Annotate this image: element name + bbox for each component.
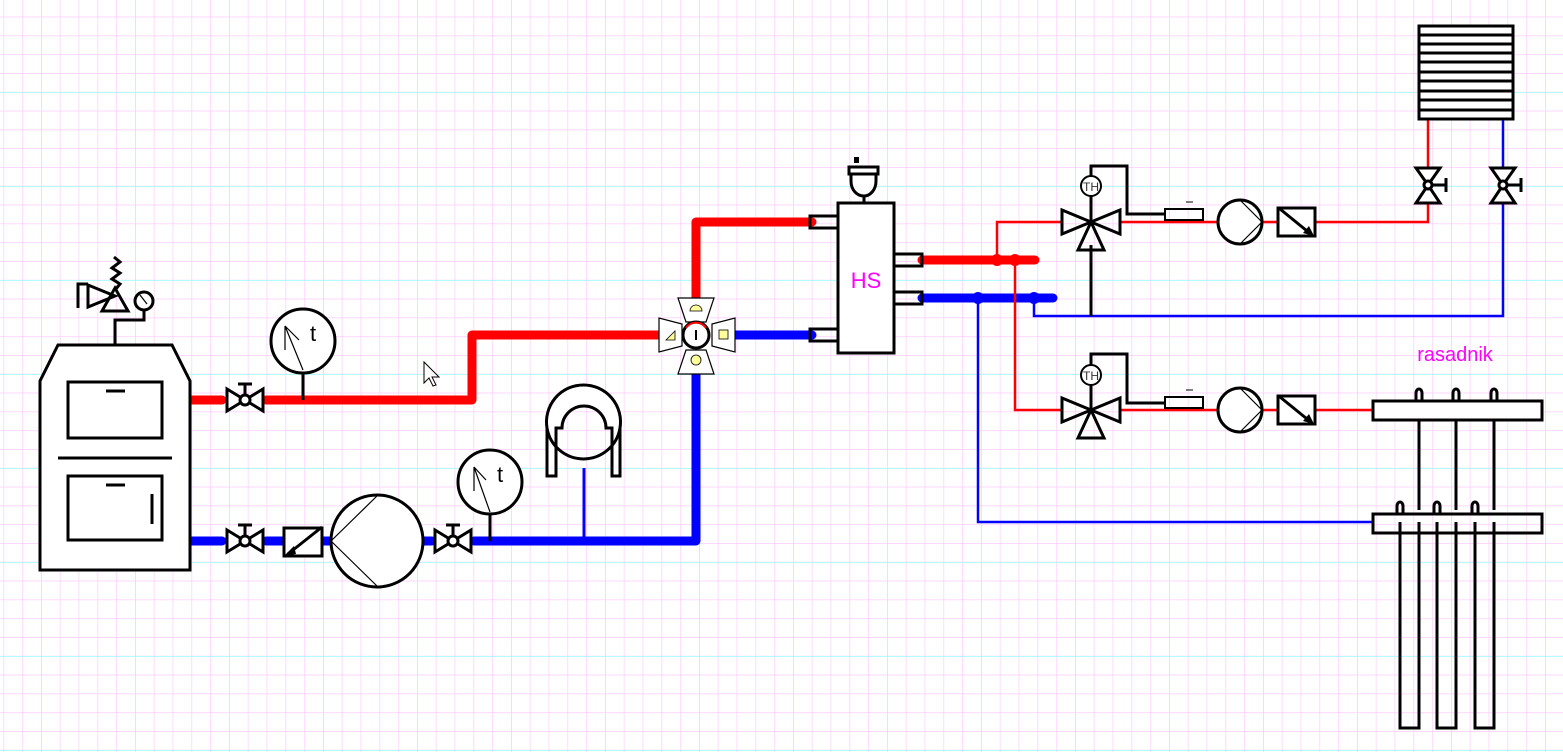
safety-valve-icon [76,255,146,345]
boiler[interactable] [38,343,192,572]
four-way-mixing-valve[interactable] [658,297,736,375]
manifold-supply[interactable] [1371,387,1544,422]
radiator[interactable] [1417,24,1515,121]
three-way-valve-2[interactable] [1060,352,1165,440]
thermometer-supply[interactable]: t [269,307,337,400]
radiator-valve-return[interactable] [1488,166,1523,205]
circuit-1-return-pipe[interactable] [1032,118,1505,318]
expansion-vessel[interactable] [545,383,622,541]
ball-valve-supply[interactable] [225,382,265,414]
ball-valve-return-1[interactable] [225,523,265,555]
circulation-pump-boiler[interactable] [329,493,425,589]
pump-circuit-2[interactable] [1216,386,1264,434]
heating-loops[interactable] [1398,419,1496,730]
thermostat-label: TH [1083,180,1099,194]
separator-label: HS [851,268,882,293]
mouse-cursor-icon [423,360,441,387]
circuit-2-supply-pipe[interactable] [1013,260,1373,412]
thermostat-head-1[interactable]: TH [1080,175,1102,197]
manifold-return[interactable] [1371,500,1544,535]
temperature-sensor-1[interactable] [1164,201,1204,221]
circuit-1-supply-pipe[interactable] [995,118,1430,260]
air-vent-icon [847,157,880,203]
primary-return-pipe[interactable] [187,293,1058,546]
radiator-valve-supply[interactable] [1413,166,1448,205]
hydraulic-separator[interactable]: HS [808,201,924,355]
three-way-valve-1[interactable] [1060,164,1165,252]
strainer-icon[interactable] [282,525,324,558]
pump-circuit-1[interactable] [1216,198,1264,246]
nursery-label: rasadnik [1417,344,1494,366]
ball-valve-return-2[interactable] [433,523,473,555]
pressure-gauge-icon [133,290,155,312]
thermometer-label: t [497,462,503,487]
circuit-2-return-pipe[interactable] [976,298,1373,524]
pipe-junctions [972,254,1040,304]
check-valve-2[interactable] [1276,394,1317,426]
thermostat-label: TH [1083,369,1099,383]
thermometer-return[interactable]: t [456,448,524,541]
check-valve-1[interactable] [1276,206,1317,238]
temperature-sensor-2[interactable] [1164,389,1204,409]
thermostat-head-2[interactable]: TH [1080,364,1102,386]
thermometer-label: t [310,321,316,346]
